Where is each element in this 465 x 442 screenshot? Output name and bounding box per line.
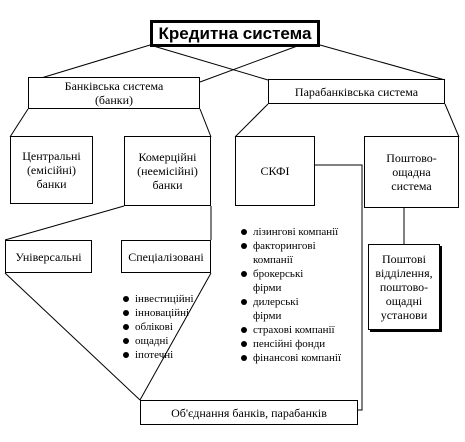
connector-parabanking-to-postal [444,103,460,138]
list-item: інноваційні [122,306,232,320]
list-item: страхові компанії [240,323,365,337]
diagram-title: Кредитна система [150,20,320,47]
connector-universal-to-merger [4,272,141,401]
connector-parabanking-to-skfi [234,103,269,138]
connector-specialized-to-merger [139,272,212,401]
connector-title-to-parabanking-left [149,44,269,81]
list-item: факторингові компанії [240,239,365,267]
list-item: лізингові компанії [240,225,365,239]
list-item: дилерські фірми [240,295,365,323]
connector-title-to-banking-right [199,44,301,83]
banking-system-box: Банківська система (банки) [28,77,200,109]
connector-commercial-to-universal [4,205,125,241]
connector-banking-to-central [9,108,29,138]
specialized-banks-box: Спеціалізовані [121,240,211,273]
merger-box: Об'єднання банків, парабанків [140,400,358,425]
skfi-box: СКФІ [235,136,315,206]
list-item: ощадні [122,334,232,348]
connector-skfi-to-merger [315,164,363,411]
postal-offices-box: Поштові відділення, поштово- ощадні уста… [368,244,440,330]
connector-title-to-banking [27,44,151,83]
list-item: брокерські фірми [240,267,365,295]
universal-banks-box: Універсальні [5,240,92,273]
postal-savings-system-box: Поштово- ощадна система [364,136,459,208]
connector-banking-to-commercial [199,108,212,138]
parabanking-system-box: Парабанківська система [268,79,445,104]
list-item: інвестиційні [122,292,232,306]
specialized-types-list: інвестиційні інноваційні облікові ощадні… [122,292,232,362]
list-item: пенсійні фонди [240,337,365,351]
central-banks-box: Центральні (емісійні) банки [10,136,93,204]
skfi-types-list: лізингові компанії факторингові компанії… [240,225,365,365]
list-item: фінансові компанії [240,351,365,365]
commercial-banks-box: Комерційні (неемісійні) банки [124,136,211,206]
list-item: облікові [122,320,232,334]
connector-title-to-parabanking [319,44,446,81]
list-item: іпотечні [122,348,232,362]
